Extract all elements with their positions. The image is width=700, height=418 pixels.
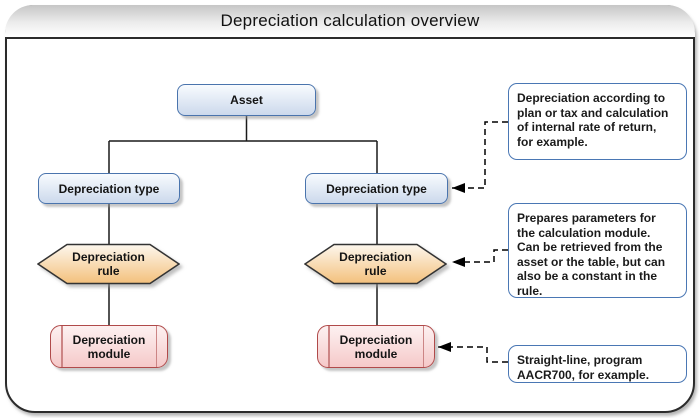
depreciation-module-left-node: Depreciation module [50,325,168,368]
hexagon-shape [36,243,181,285]
depreciation-rule-right-node: Depreciation rule [303,243,448,285]
annotation-depreciation-type: Depreciation according to plan or tax an… [508,83,687,160]
depreciation-module-left-label: Depreciation module [72,332,146,361]
depreciation-type-right-node: Depreciation type [305,173,448,204]
depreciation-rule-left-node: Depreciation rule [36,243,181,285]
page-title: Depreciation calculation overview [220,11,480,30]
depreciation-module-right-node: Depreciation module [317,325,435,368]
depreciation-module-right-label: Depreciation module [339,332,413,361]
hexagon-shape [303,243,448,285]
annotation-depreciation-rule: Prepares parameters for the calculation … [508,203,687,298]
asset-node: Asset [177,84,316,116]
depreciation-type-left-label: Depreciation type [58,181,160,196]
annotation-depreciation-module: Straight-line, program AACR700, for exam… [508,345,687,383]
depreciation-type-right-label: Depreciation type [326,181,427,196]
depreciation-rule-left-label: Depreciation rule [72,250,145,278]
depreciation-rule-right-label: Depreciation rule [339,250,412,278]
asset-label: Asset [230,93,263,107]
annotation1-arrow-connector [452,121,508,193]
title-bar: Depreciation calculation overview [5,5,695,39]
annotation2-arrow-connector [452,249,508,267]
tree-connectors [108,116,378,326]
annotation3-arrow-connector [438,342,508,363]
depreciation-type-left-node: Depreciation type [38,173,180,204]
